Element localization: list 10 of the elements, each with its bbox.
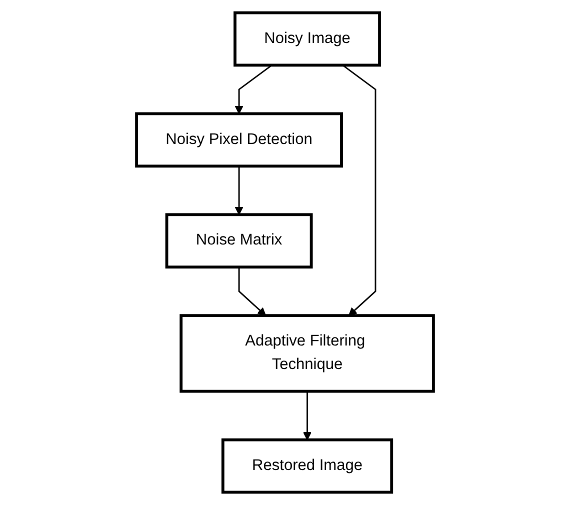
node-box: Restored Image: [221, 438, 394, 494]
arrow: [234, 166, 244, 216]
arrow: [342, 64, 376, 316]
node-box: Noise Matrix: [165, 213, 313, 269]
node-box: Adaptive Filtering Technique: [180, 314, 435, 393]
node-box: Noisy Pixel Detection: [135, 112, 343, 168]
arrow: [234, 64, 272, 114]
arrow: [238, 267, 266, 316]
arrow: [303, 391, 312, 440]
node-box: Noisy Image: [234, 11, 381, 67]
